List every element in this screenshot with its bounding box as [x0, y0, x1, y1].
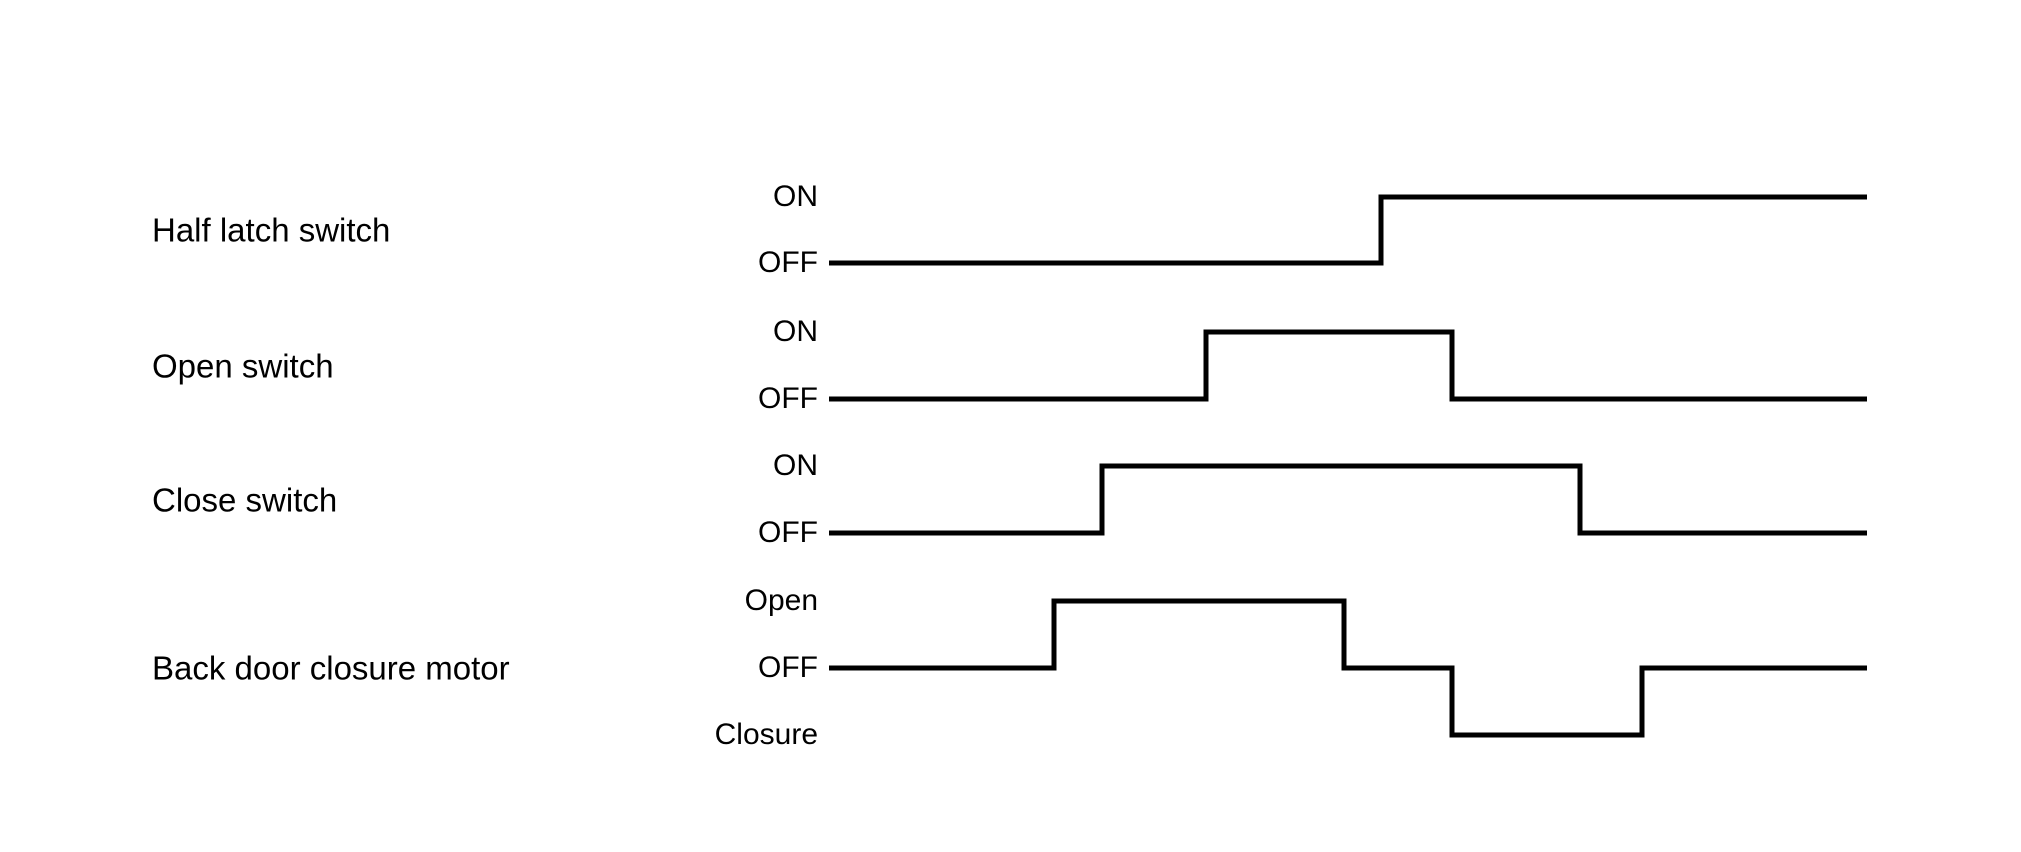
waveform-half-latch-switch [829, 194, 1867, 266]
signal-name-back-door-closure-motor: Back door closure motor [152, 649, 510, 687]
waveform-open-switch [829, 329, 1867, 402]
level-label-close-switch-on: ON [773, 449, 818, 482]
level-label-open-switch-off: OFF [758, 382, 818, 415]
signal-name-open-switch: Open switch [152, 347, 334, 385]
level-label-half-latch-switch-off: OFF [758, 246, 818, 279]
signal-name-close-switch: Close switch [152, 481, 338, 519]
level-label-half-latch-switch-on: ON [773, 180, 818, 213]
signal-name-half-latch-switch: Half latch switch [152, 211, 391, 249]
level-label-back-door-closure-motor-open: Open [744, 584, 818, 617]
level-label-back-door-closure-motor-closure: Closure [714, 718, 818, 751]
level-label-back-door-closure-motor-off: OFF [758, 651, 818, 684]
level-label-close-switch-off: OFF [758, 516, 818, 549]
waveform-back-door-closure-motor [829, 598, 1867, 738]
waveform-close-switch [829, 463, 1867, 536]
level-label-open-switch-on: ON [773, 315, 818, 348]
